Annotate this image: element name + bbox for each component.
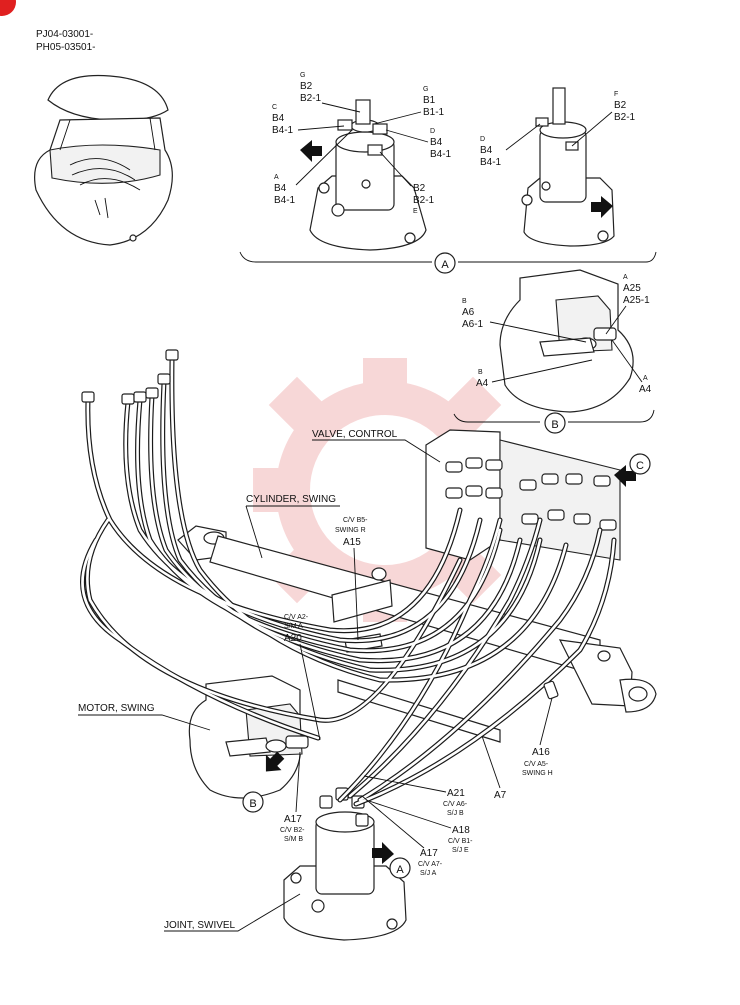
label-b1-1: B1-1: [423, 107, 445, 118]
label-b2: B2: [300, 81, 313, 92]
label-a16-note1: C/V A5-: [524, 761, 549, 768]
label-c-letter: C: [272, 104, 277, 111]
label-d-b4: B4: [430, 137, 443, 148]
label-a18-note2: S/J E: [452, 847, 469, 854]
label-a15: A15: [343, 537, 361, 548]
label-b2-letter: B: [478, 369, 483, 376]
label-ba-letter: A: [623, 274, 628, 281]
direction-arrow-icon: [372, 842, 394, 864]
label-a21: A21: [447, 788, 465, 799]
view-b-letter-bottom: B: [249, 798, 256, 810]
label-cylinder-swing: CYLINDER, SWING: [246, 494, 336, 505]
label-a21-note2: S/J B: [447, 810, 464, 817]
label-g-letter: G: [300, 72, 305, 79]
hose-bundle: [80, 349, 617, 807]
cylinder-swing-part: [177, 525, 657, 713]
label-a17-right-note2: S/J A: [420, 870, 437, 877]
joint-swivel-part: [283, 787, 407, 941]
label-dr-b4-1: B4-1: [480, 157, 502, 168]
label-c-b4: B4: [272, 113, 285, 124]
direction-arrow-icon: [591, 196, 613, 218]
view-a-badge: [434, 252, 456, 274]
label-a7: A7: [494, 790, 507, 801]
label-b1: B1: [423, 95, 436, 106]
label-a6: A6: [462, 307, 475, 318]
view-c-badge: [629, 453, 651, 475]
label-f-b2-1: B2-1: [614, 112, 636, 123]
label-a20-note1: C/V A2-: [284, 614, 309, 621]
view-c-letter: C: [636, 460, 644, 472]
direction-arrow-icon: [265, 751, 285, 772]
view-b-badge: [544, 412, 566, 434]
label-dr-b4: B4: [480, 145, 493, 156]
label-joint-swivel: JOINT, SWIVEL: [164, 920, 236, 931]
direction-arrow-icon: [300, 140, 322, 162]
label-e-b2: B2: [413, 183, 426, 194]
machine-thumbnail: [34, 74, 173, 246]
view-a-bracket: [239, 251, 657, 263]
label-a21-note1: C/V A6-: [443, 801, 468, 808]
label-e-letter: E: [413, 208, 418, 215]
view-a-letter: A: [441, 259, 449, 271]
label-d-letter: D: [430, 128, 435, 135]
label-a17-left: A17: [284, 814, 302, 825]
view-a-badge-bottom: [389, 857, 411, 879]
label-valve-control: VALVE, CONTROL: [312, 429, 398, 440]
label-a17-left-note2: S/M B: [284, 836, 303, 843]
label-a4-left: A4: [476, 378, 489, 389]
label-c-b4-1: B4-1: [272, 125, 294, 136]
label-a4-right: A4: [639, 384, 652, 395]
label-a6-1: A6-1: [462, 319, 484, 330]
label-f-b2: B2: [614, 100, 627, 111]
label-a18: A18: [452, 825, 470, 836]
label-a16-note2: SWING H: [522, 770, 553, 777]
label-a15-note2: SWING R: [335, 527, 366, 534]
view-a-letter-bottom: A: [396, 864, 404, 876]
label-motor-swing: MOTOR, SWING: [78, 703, 155, 714]
serial-line-1: PJ04-03001-: [36, 29, 93, 40]
detail-b-swing-motor: [499, 269, 634, 413]
label-a25: A25: [623, 283, 641, 294]
view-b-bracket: [453, 409, 655, 423]
direction-arrow-icon: [614, 465, 636, 487]
label-e-b2-1: B2-1: [413, 195, 435, 206]
detail-a-left-swivel: [309, 99, 427, 251]
label-b-letter: B: [462, 298, 467, 305]
label-a20: A20: [284, 633, 302, 644]
label-a20-note2: S/M A: [284, 623, 303, 630]
label-a16: A16: [532, 747, 550, 758]
label-f-letter: F: [614, 91, 618, 98]
label-a17-right-note1: C/V A7-: [418, 861, 443, 868]
detail-a-right-swivel: [521, 87, 615, 247]
label-a17-right: A17: [420, 848, 438, 859]
view-b-badge-bottom: [242, 791, 264, 813]
label-d-b4-1: B4-1: [430, 149, 452, 160]
label-a17-left-note1: C/V B2-: [280, 827, 305, 834]
label-a25-1: A25-1: [623, 295, 650, 306]
label-a15-note1: C/V B5-: [343, 517, 368, 524]
label-a-letter: A: [274, 174, 279, 181]
view-b-letter-top: B: [551, 419, 558, 431]
valve-control-part: [425, 429, 621, 561]
corner-badge: [0, 0, 16, 16]
label-b2-1: B2-1: [300, 93, 322, 104]
label-a-b4: B4: [274, 183, 287, 194]
label-ba2-letter: A: [643, 375, 648, 382]
serial-line-2: PH05-03501-: [36, 42, 95, 53]
label-a18-note1: C/V B1-: [448, 838, 473, 845]
label-dr-letter: D: [480, 136, 485, 143]
label-g2-letter: G: [423, 86, 428, 93]
label-a-b4-1: B4-1: [274, 195, 296, 206]
